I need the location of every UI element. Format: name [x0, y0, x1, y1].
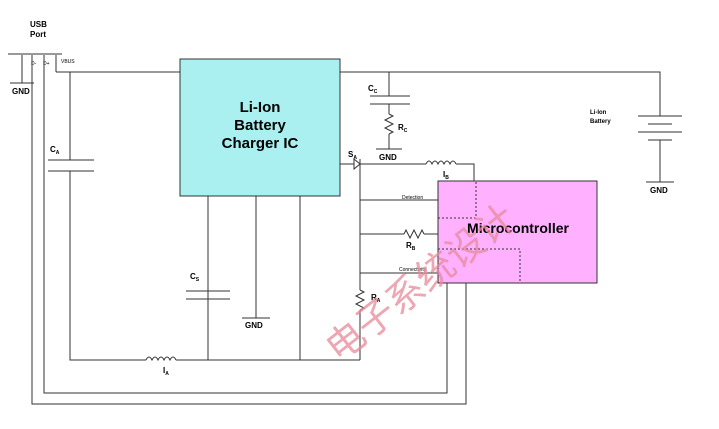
usb-port-title: USB	[30, 20, 47, 29]
usb-pin-dplus: D+	[43, 61, 50, 67]
ca-label: CA	[50, 145, 60, 156]
rb-resistor	[403, 228, 425, 240]
sa-label: SA	[348, 150, 357, 161]
charger-ic-line1: Li-Ion	[240, 99, 281, 116]
ib-inductor	[425, 160, 457, 166]
ca-wire-bottom	[69, 171, 146, 361]
rc-label: RC	[398, 123, 408, 134]
battery-top-wire	[340, 71, 661, 116]
usb-pin-dminus: D-	[31, 61, 37, 67]
usb-gnd-label: GND	[12, 87, 30, 96]
rc-gnd-label: GND	[379, 153, 397, 162]
dplus-wire	[43, 55, 448, 394]
ra-resistor	[354, 289, 366, 311]
charger-ic-box	[179, 58, 341, 197]
ia-label: IA	[163, 366, 169, 377]
battery-line2: Battery	[590, 119, 611, 125]
usb-pin-vbus: VBUS	[61, 59, 75, 65]
ib-label: IB	[443, 170, 449, 181]
microcontroller-box	[437, 180, 598, 284]
charger-ic-line2: Battery	[234, 117, 286, 134]
usb-port-subtitle: Port	[30, 30, 46, 39]
cc-label: CC	[368, 84, 378, 95]
detection-label: Detection	[402, 195, 423, 201]
microcontroller-label: Microcontroller	[467, 220, 569, 236]
dminus-wire	[31, 55, 467, 405]
connectivity-region	[438, 248, 521, 283]
rc-resistor	[383, 113, 395, 135]
rb-label: RB	[406, 241, 416, 252]
charger-gnd-label: GND	[245, 321, 263, 330]
sa-switch	[353, 157, 361, 171]
battery-gnd-label: GND	[650, 186, 668, 195]
connectivity-label: Connectivity	[399, 267, 427, 273]
detection-region	[438, 181, 477, 219]
charger-ic-line3: Charger IC	[222, 135, 299, 152]
ra-label: RA	[371, 293, 381, 304]
battery-line1: Li-Ion	[590, 110, 607, 116]
ib-wire	[456, 163, 475, 181]
ia-inductor	[145, 356, 177, 362]
cs-label: CS	[190, 272, 200, 283]
